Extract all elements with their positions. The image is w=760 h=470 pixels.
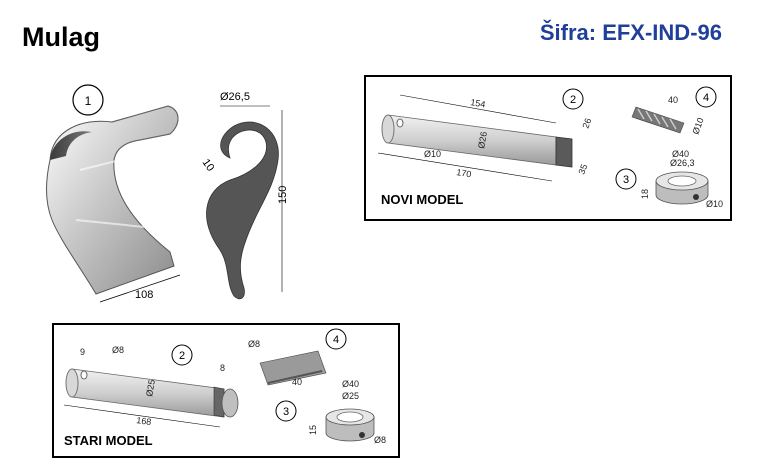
stari-spring-diameter: Ø8	[248, 339, 260, 349]
svg-text:3: 3	[623, 174, 629, 186]
callout-4-novi: 4	[695, 86, 717, 108]
callout-2-stari: 2	[171, 344, 193, 366]
novi-spring-length: 40	[668, 95, 678, 105]
stari-model-panel: 2 9 Ø8 Ø25 8 168 4 Ø8 40 3 Ø40 Ø25 15	[52, 323, 400, 458]
stari-pin-edge: 9	[80, 347, 85, 357]
stari-pin-hole: Ø8	[112, 345, 124, 355]
novi-collar-hole: Ø10	[706, 199, 723, 209]
stari-model-label: STARI MODEL	[64, 433, 153, 448]
callout-3-novi: 3	[615, 168, 637, 190]
stari-collar	[325, 408, 375, 442]
blade-profile	[206, 121, 279, 300]
svg-text:2: 2	[179, 350, 185, 362]
stari-collar-inner: Ø25	[342, 391, 359, 401]
novi-pin	[381, 114, 573, 168]
blade-3d	[46, 105, 179, 295]
stari-spring-length: 40	[292, 377, 302, 387]
novi-model-label: NOVI MODEL	[381, 192, 464, 207]
novi-collar-height: 18	[640, 189, 650, 199]
blade-diagram: 1 108 Ø26,5 150 10	[46, 84, 289, 303]
blade-diameter-label: Ø26,5	[220, 91, 250, 103]
stari-pin	[65, 368, 239, 418]
novi-spring-pin	[631, 106, 685, 134]
page-title: Mulag	[22, 22, 100, 52]
stari-collar-height: 15	[308, 425, 318, 435]
novi-collar-inner: Ø26,3	[670, 158, 695, 168]
svg-text:2: 2	[570, 94, 576, 106]
blade-height-label: 150	[277, 186, 289, 204]
novi-collar	[655, 171, 709, 205]
stari-pin-length-total: 168	[136, 415, 152, 427]
novi-model-diagram: 2 154 Ø26 Ø10 170 26 35 4 40 Ø10 3	[377, 86, 723, 209]
novi-pin-length-top: 154	[470, 97, 487, 109]
svg-text:3: 3	[283, 406, 289, 418]
stari-pin-diameter: Ø25	[144, 379, 157, 397]
novi-pin-diameter: Ø26	[476, 131, 489, 149]
blade-thickness-label: 10	[200, 157, 217, 174]
svg-text:1: 1	[85, 94, 92, 108]
stari-collar-hole: Ø8	[374, 435, 386, 445]
callout-4-stari: 4	[325, 328, 347, 350]
novi-model-panel: 2 154 Ø26 Ø10 170 26 35 4 40 Ø10 3	[364, 75, 732, 221]
blade-width-label: 108	[135, 289, 153, 301]
novi-pin-end-length: 35	[576, 163, 589, 176]
svg-text:4: 4	[703, 92, 709, 104]
product-code: Šifra: EFX-IND-96	[539, 20, 722, 45]
stari-spring-pin	[259, 350, 327, 386]
novi-pin-hole: Ø10	[424, 149, 441, 159]
novi-spring-diameter: Ø10	[690, 116, 705, 135]
callout-3-stari: 3	[275, 400, 297, 422]
svg-text:4: 4	[333, 334, 339, 346]
stari-pin-end-width: 8	[220, 363, 225, 373]
novi-collar-outer: Ø40	[672, 149, 689, 159]
stari-collar-outer: Ø40	[342, 379, 359, 389]
callout-1: 1	[72, 84, 104, 116]
novi-pin-end-width: 26	[580, 117, 593, 130]
novi-pin-length-total: 170	[456, 167, 472, 179]
stari-model-diagram: 2 9 Ø8 Ø25 8 168 4 Ø8 40 3 Ø40 Ø25 15	[63, 328, 386, 445]
callout-2-novi: 2	[562, 88, 584, 110]
